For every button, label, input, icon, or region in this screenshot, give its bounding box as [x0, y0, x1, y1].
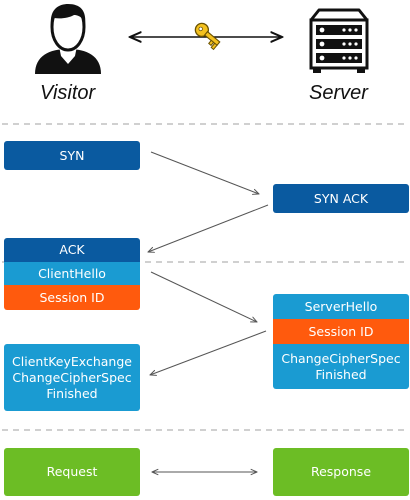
- server-change-cipher-label: ChangeCipherSpec: [281, 350, 401, 366]
- syn-ack-box: SYN ACK: [273, 184, 409, 213]
- response-label: Response: [310, 464, 372, 479]
- arrow-client-hello: [150, 271, 257, 322]
- syn-label: SYN: [59, 147, 85, 163]
- syn-box: SYN: [4, 141, 140, 170]
- response-box: Response: [273, 448, 409, 496]
- client-hello-box: ClientHello: [4, 262, 140, 285]
- server: [307, 6, 371, 74]
- person-icon: [35, 4, 101, 74]
- key-icon: [194, 22, 221, 51]
- server-label: Server: [309, 82, 368, 104]
- visitor-label: Visitor: [40, 82, 96, 104]
- arrow-server-hello: [150, 330, 267, 375]
- key: [191, 18, 225, 52]
- server-finish-box: ChangeCipherSpec Finished: [273, 344, 409, 389]
- server-hello-box: ServerHello: [273, 294, 409, 319]
- request-box: Request: [4, 448, 140, 496]
- client-session-id-box: Session ID: [4, 285, 140, 310]
- client-change-cipher-label: ChangeCipherSpec: [12, 369, 132, 385]
- request-label: Request: [46, 464, 98, 479]
- client-finished-label: Finished: [46, 385, 98, 401]
- arrow-syn: [150, 151, 259, 194]
- syn-ack-label: SYN ACK: [313, 190, 369, 206]
- server-finished-label: Finished: [315, 366, 367, 382]
- ack-label: ACK: [59, 242, 85, 257]
- visitor: [30, 2, 106, 76]
- server-icon: [309, 8, 369, 73]
- server-session-id-label: Session ID: [308, 323, 374, 339]
- client-session-id-label: Session ID: [39, 289, 105, 305]
- arrow-syn-ack: [148, 204, 269, 252]
- client-hello-label: ClientHello: [38, 265, 106, 281]
- client-key-exchange-label: ClientKeyExchange: [12, 353, 132, 369]
- server-session-id-box: Session ID: [273, 319, 409, 344]
- client-key-exchange-box: ClientKeyExchange ChangeCipherSpec Finis…: [4, 344, 140, 411]
- server-hello-label: ServerHello: [304, 298, 378, 314]
- ack-box: ACK: [4, 238, 140, 262]
